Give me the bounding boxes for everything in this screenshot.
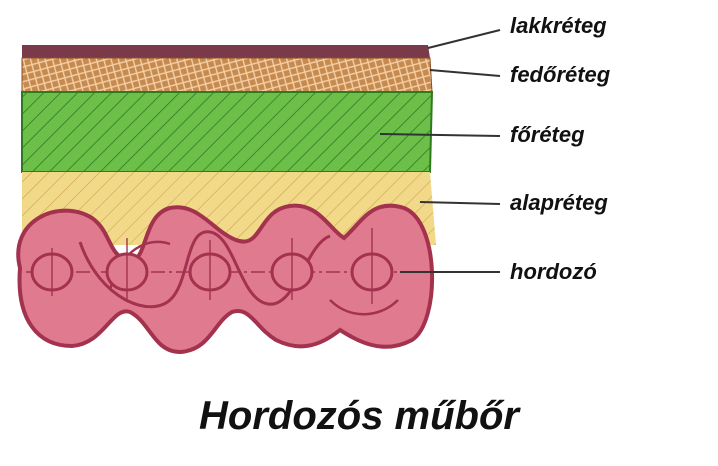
leader-base <box>419 201 501 205</box>
main-layer-hatch <box>21 91 434 173</box>
top-layer <box>21 57 433 93</box>
label-lacquer: lakkréteg <box>510 13 607 38</box>
leader-top <box>429 69 501 77</box>
leader-main <box>379 133 501 137</box>
label-top-layer: fedőréteg <box>510 62 611 87</box>
fiber-4 <box>270 238 314 300</box>
diagram-title: Hordozós műbőr <box>199 394 519 438</box>
fiber-5 <box>350 228 394 304</box>
label-carrier: hordozó <box>510 259 597 284</box>
label-base-layer: alapréteg <box>510 190 608 215</box>
leader-lacquer <box>427 29 501 49</box>
label-main-layer: főréteg <box>510 122 585 147</box>
fiber-3 <box>188 240 232 300</box>
fiber-1 <box>30 248 74 296</box>
fiber-2 <box>105 238 149 300</box>
lacquer-layer <box>22 45 430 58</box>
